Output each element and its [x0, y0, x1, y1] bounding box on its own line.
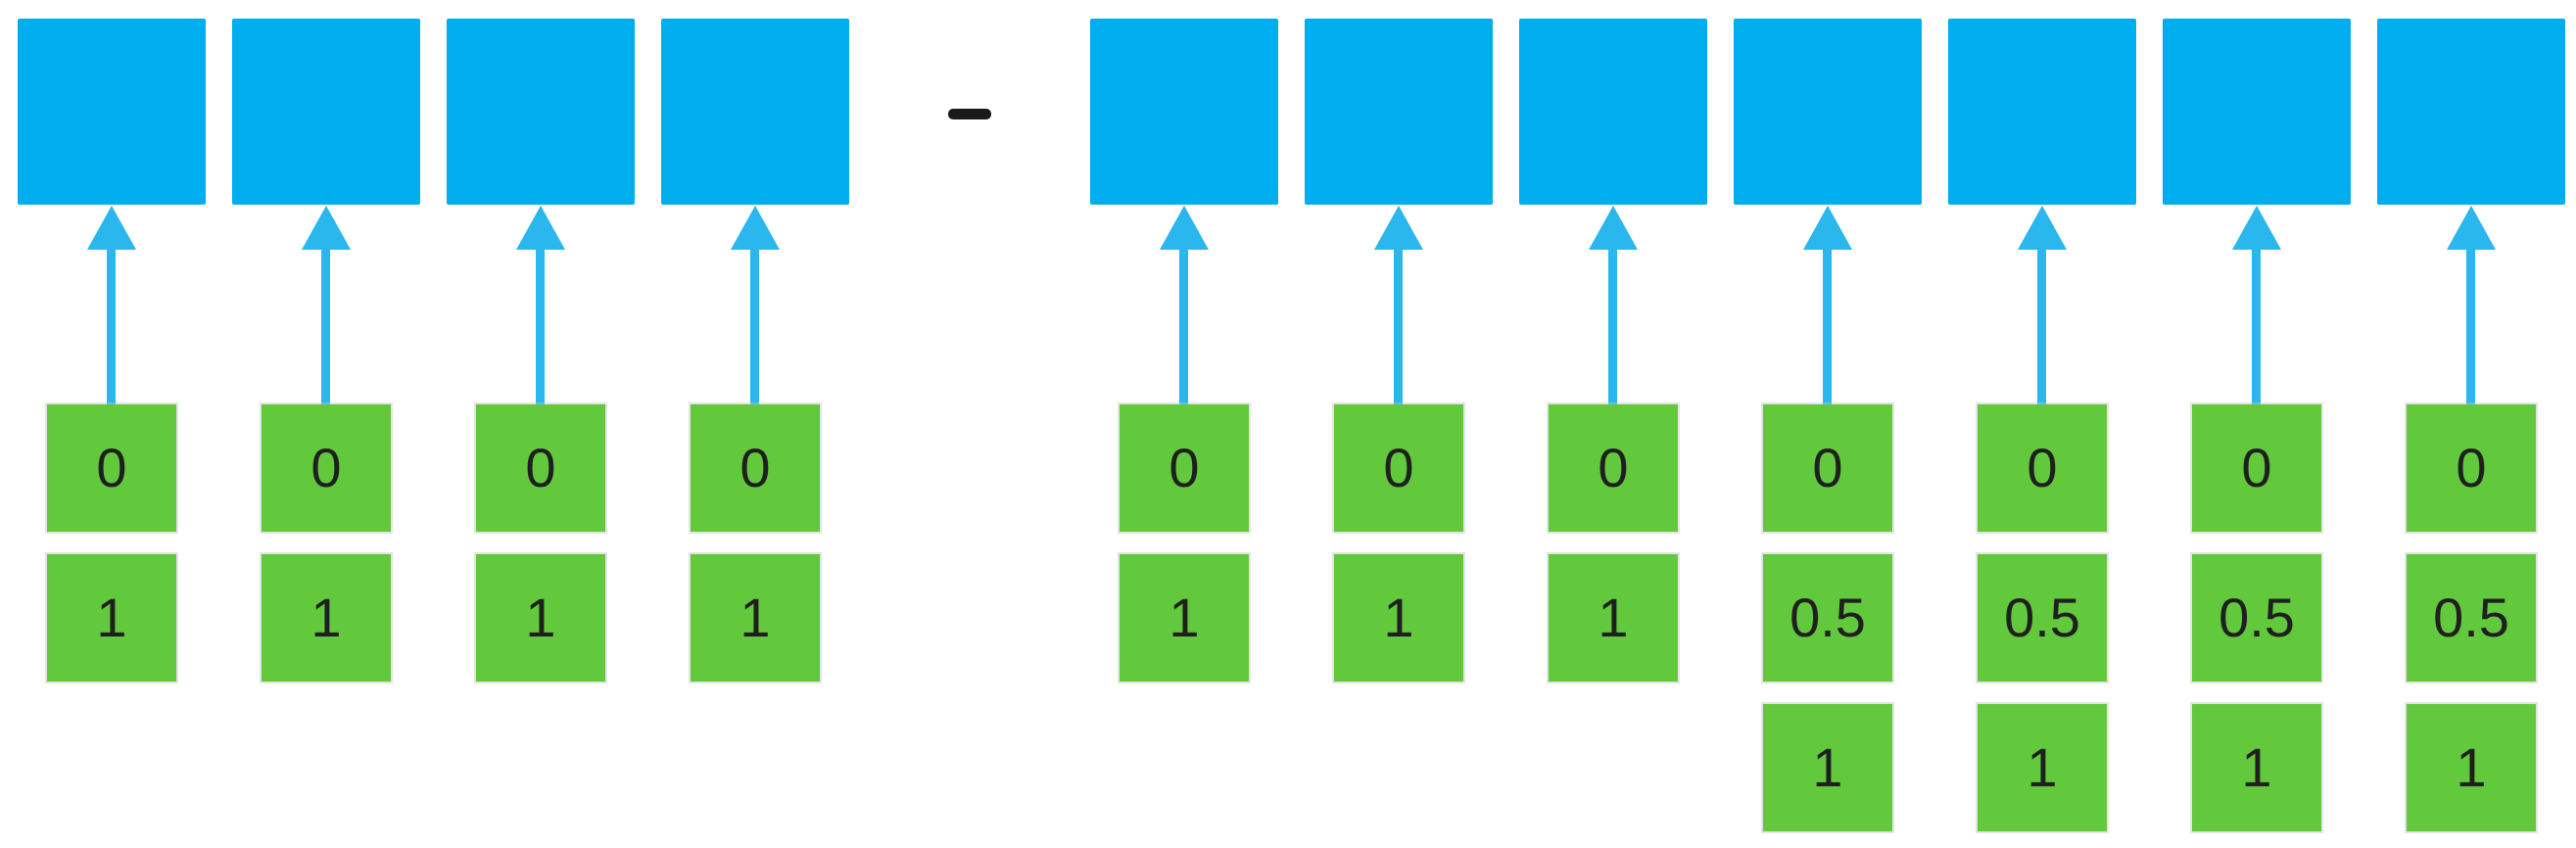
value-cell: 0.5	[1763, 554, 1892, 682]
value-cell: 0	[262, 404, 391, 532]
value-cell: 1	[691, 554, 820, 682]
unit-column: 0 0.5 1	[1948, 0, 2136, 848]
up-arrow-icon	[1803, 206, 1852, 250]
value-cell: 0	[691, 404, 820, 532]
value-cell: 0	[476, 404, 605, 532]
arrow-shaft	[1608, 246, 1617, 406]
value-cell: 0.5	[2407, 554, 2536, 682]
output-square	[2377, 19, 2565, 205]
unit-column: 0 1	[661, 0, 849, 848]
value-cell: 0	[47, 404, 176, 532]
arrow-shaft	[536, 246, 545, 406]
output-square	[661, 19, 849, 205]
arrow-shaft	[107, 246, 116, 406]
value-cell: 1	[47, 554, 176, 682]
value-cell: 1	[1334, 554, 1463, 682]
up-arrow-icon	[731, 206, 780, 250]
value-cell: 1	[262, 554, 391, 682]
value-cell: 0	[1549, 404, 1678, 532]
output-square	[1948, 19, 2136, 205]
up-arrow-icon	[2018, 206, 2067, 250]
output-square	[447, 19, 635, 205]
up-arrow-icon	[516, 206, 565, 250]
arrow-shaft	[1823, 246, 1832, 406]
value-cell: 1	[2192, 704, 2321, 831]
value-cell: 1	[1978, 704, 2107, 831]
value-cell: 0	[1763, 404, 1892, 532]
value-cell: 1	[476, 554, 605, 682]
output-square	[1090, 19, 1278, 205]
arrow-shaft	[1394, 246, 1403, 406]
output-square	[1305, 19, 1493, 205]
value-cell: 0	[1334, 404, 1463, 532]
arrow-shaft	[2252, 246, 2261, 406]
value-cell: 0	[2192, 404, 2321, 532]
unit-column: 0 0.5 1	[1734, 0, 1922, 848]
up-arrow-icon	[302, 206, 351, 250]
value-cell: 1	[1549, 554, 1678, 682]
arrow-shaft	[2037, 246, 2046, 406]
value-cell: 1	[1763, 704, 1892, 831]
up-arrow-icon	[1589, 206, 1638, 250]
unit-column: 0 1	[1305, 0, 1493, 848]
value-cell: 0	[2407, 404, 2536, 532]
output-square	[1734, 19, 1922, 205]
up-arrow-icon	[2232, 206, 2281, 250]
up-arrow-icon	[1374, 206, 1423, 250]
unit-column: 0 0.5 1	[2377, 0, 2565, 848]
unit-column: 0 0.5 1	[2163, 0, 2351, 848]
arrow-shaft	[321, 246, 330, 406]
up-arrow-icon	[2447, 206, 2496, 250]
minus-operator-icon	[948, 109, 991, 119]
unit-column: 0 1	[1519, 0, 1707, 848]
output-square	[2163, 19, 2351, 205]
output-square	[232, 19, 420, 205]
arrow-shaft	[1179, 246, 1188, 406]
value-cell: 0	[1978, 404, 2107, 532]
unit-column: 0 1	[18, 0, 206, 848]
output-square	[18, 19, 206, 205]
value-cell: 1	[2407, 704, 2536, 831]
output-square	[1519, 19, 1707, 205]
up-arrow-icon	[1160, 206, 1209, 250]
unit-column: 0 1	[1090, 0, 1278, 848]
value-cell: 0.5	[1978, 554, 2107, 682]
unit-column: 0 1	[232, 0, 420, 848]
unit-column: 0 1	[447, 0, 635, 848]
arrow-shaft	[750, 246, 759, 406]
arrow-shaft	[2466, 246, 2475, 406]
up-arrow-icon	[87, 206, 136, 250]
value-cell: 0.5	[2192, 554, 2321, 682]
value-cell: 0	[1120, 404, 1249, 532]
value-cell: 1	[1120, 554, 1249, 682]
